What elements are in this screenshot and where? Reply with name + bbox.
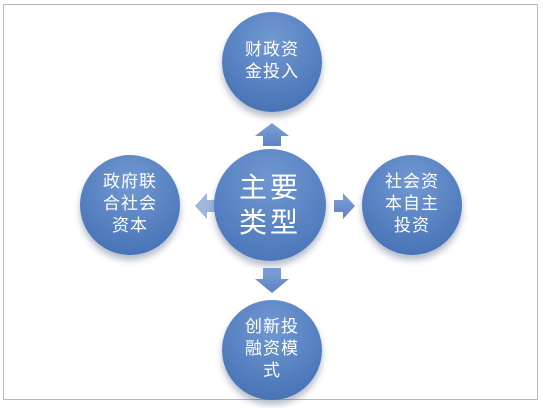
node-bottom-line-3: 式 [263, 360, 281, 381]
node-top: 财政资 金投入 [222, 12, 322, 112]
node-center-line-2: 类型 [238, 206, 301, 239]
node-right-line-3: 投资 [394, 215, 430, 236]
node-bottom-line-1: 创新投 [245, 317, 299, 338]
node-bottom: 创新投 融资模 式 [222, 300, 322, 400]
node-bottom-line-2: 融资模 [245, 339, 299, 360]
node-top-line-2: 金投入 [245, 62, 299, 82]
node-right: 社会资 本自主 投资 [362, 155, 462, 255]
node-left-line-2: 合社会 [103, 194, 157, 215]
node-right-line-2: 本自主 [385, 194, 439, 215]
node-left-line-1: 政府联 [103, 172, 157, 193]
node-center: 主要 类型 [214, 149, 326, 261]
node-right-line-1: 社会资 [385, 172, 439, 193]
node-center-line-1: 主要 [238, 171, 301, 204]
node-left-line-3: 资本 [112, 215, 148, 236]
node-left: 政府联 合社会 资本 [80, 155, 180, 255]
node-top-line-1: 财政资 [245, 40, 299, 61]
